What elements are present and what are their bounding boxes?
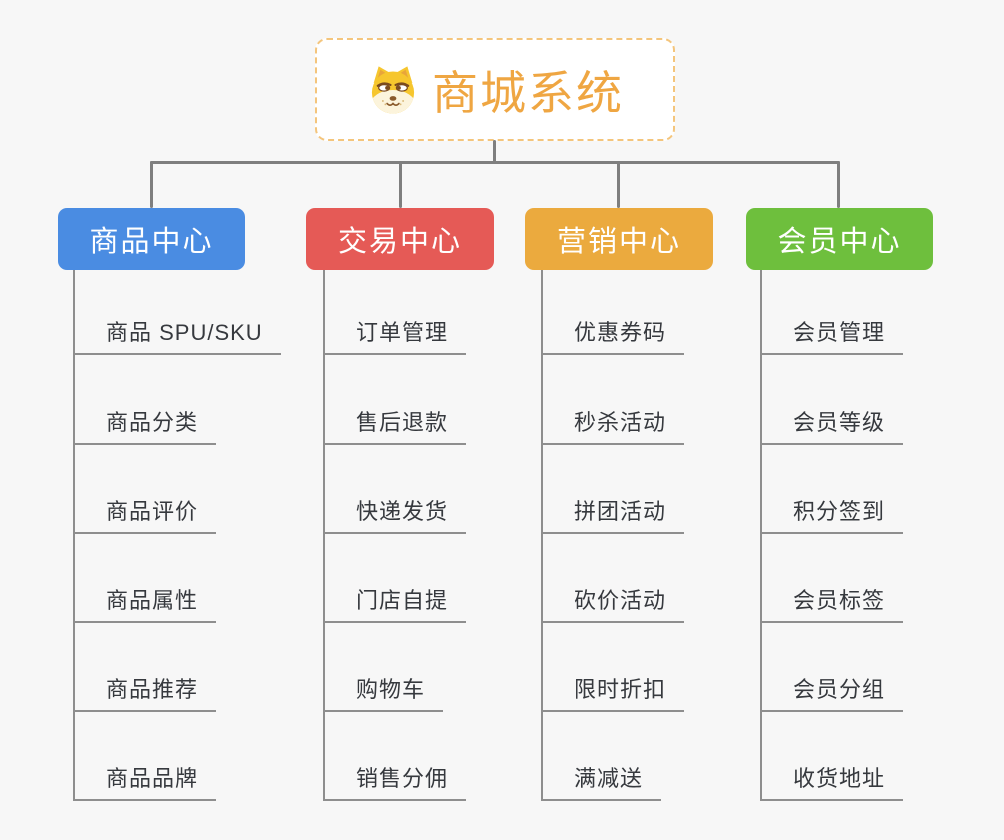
leaf-node[interactable]: 优惠券码	[541, 318, 685, 355]
branch-node-marketing-center[interactable]: 营销中心	[525, 208, 713, 270]
leaf-node[interactable]: 商品属性	[73, 586, 217, 623]
leaf-node[interactable]: 收货地址	[760, 764, 904, 801]
leaf-node[interactable]: 门店自提	[323, 586, 467, 623]
branch-trunk-line	[73, 270, 75, 801]
leaf-node[interactable]: 秒杀活动	[541, 408, 685, 445]
root-title: 商城系统	[432, 66, 624, 119]
connector-drop-branch-2	[399, 161, 402, 208]
branch-node-product-center[interactable]: 商品中心	[58, 208, 245, 270]
leaf-node[interactable]: 会员标签	[760, 586, 904, 623]
leaf-node[interactable]: 销售分佣	[323, 764, 467, 801]
leaf-node[interactable]: 商品品牌	[73, 764, 217, 801]
root-node[interactable]: 商城系统	[315, 38, 675, 141]
leaf-node[interactable]: 商品分类	[73, 408, 217, 445]
leaf-node[interactable]: 商品推荐	[73, 675, 217, 712]
branch-node-member-center[interactable]: 会员中心	[746, 208, 933, 270]
leaf-node[interactable]: 商品 SPU/SKU	[73, 318, 281, 355]
leaf-node[interactable]: 限时折扣	[541, 675, 685, 712]
leaf-node[interactable]: 订单管理	[323, 318, 467, 355]
branch-trunk-line	[541, 270, 543, 801]
leaf-node[interactable]: 会员分组	[760, 675, 904, 712]
leaf-node[interactable]: 拼团活动	[541, 497, 685, 534]
leaf-node[interactable]: 满减送	[541, 764, 662, 801]
connector-drop-branch-3	[617, 161, 620, 208]
branch-trunk-line	[760, 270, 762, 801]
leaf-node[interactable]: 会员管理	[760, 318, 904, 355]
leaf-node[interactable]: 商品评价	[73, 497, 217, 534]
branch-node-trade-center[interactable]: 交易中心	[306, 208, 494, 270]
branch-trunk-line	[323, 270, 325, 801]
leaf-node[interactable]: 砍价活动	[541, 586, 685, 623]
leaf-node[interactable]: 售后退款	[323, 408, 467, 445]
connector-drop-branch-1	[150, 161, 153, 208]
leaf-node[interactable]: 积分签到	[760, 497, 904, 534]
connector-horizontal	[150, 161, 840, 164]
connector-drop-branch-4	[837, 161, 840, 208]
shiba-dog-icon	[366, 63, 420, 117]
leaf-node[interactable]: 会员等级	[760, 408, 904, 445]
connector-root-drop	[493, 140, 496, 163]
leaf-node[interactable]: 快递发货	[323, 497, 467, 534]
leaf-node[interactable]: 购物车	[323, 675, 444, 712]
